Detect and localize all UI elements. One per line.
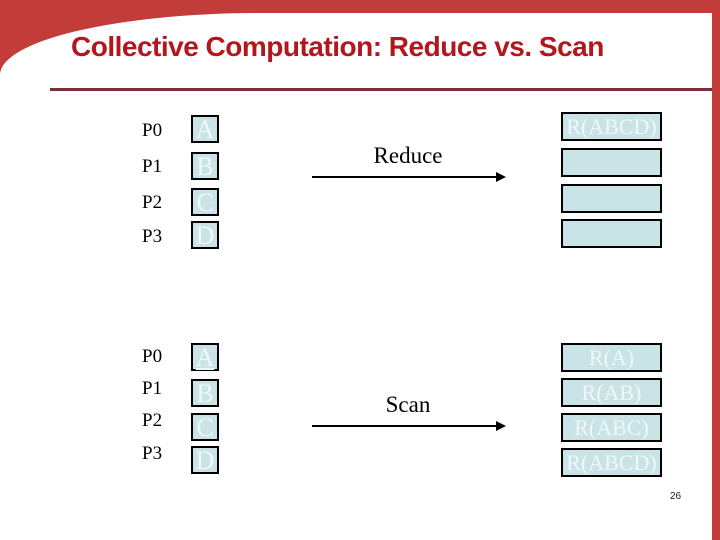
- processor-label: P2: [142, 192, 163, 213]
- output-box: [561, 219, 662, 248]
- output-label: R(AB): [581, 380, 642, 405]
- input-letter: A: [195, 343, 215, 372]
- output-label: R(ABC): [574, 415, 649, 440]
- scan-arrow-head-icon: [496, 421, 506, 431]
- scan-label: Scan: [385, 392, 431, 417]
- processor-label: P2: [142, 410, 163, 431]
- input-box: D: [191, 221, 219, 249]
- input-box: A: [191, 115, 219, 143]
- processor-label: P1: [142, 378, 163, 399]
- reduce-label: Reduce: [373, 143, 443, 168]
- input-box: C: [191, 188, 219, 216]
- output-box: R(ABCD): [561, 448, 662, 477]
- input-letter: A: [195, 115, 215, 144]
- reduce-arrow-head-icon: [496, 172, 506, 182]
- page-number: 26: [670, 491, 682, 502]
- output-box: R(ABCD): [561, 112, 662, 141]
- output-box: [561, 184, 662, 213]
- input-letter: C: [196, 188, 214, 217]
- input-letter: D: [195, 446, 215, 475]
- reduce-arrow-line: [312, 176, 498, 178]
- input-box: D: [191, 446, 219, 474]
- input-box: B: [191, 152, 219, 180]
- output-box: R(ABC): [561, 413, 662, 442]
- processor-label: P0: [142, 346, 163, 367]
- output-label: R(A): [588, 345, 635, 370]
- output-box: R(AB): [561, 378, 662, 407]
- output-label: R(ABCD): [566, 114, 657, 139]
- title-rule: [50, 88, 712, 91]
- input-box: B: [191, 379, 219, 407]
- input-letter: D: [195, 221, 215, 250]
- processor-label: P0: [142, 120, 163, 141]
- processor-label: P1: [142, 156, 163, 177]
- input-box: A: [191, 343, 219, 371]
- processor-label: P3: [142, 443, 163, 464]
- input-letter: B: [196, 152, 214, 181]
- processor-label: P3: [142, 226, 163, 247]
- scan-arrow-line: [312, 425, 498, 427]
- input-letter: C: [196, 413, 214, 442]
- input-letter: B: [196, 379, 214, 408]
- slide-title: Collective Computation: Reduce vs. Scan: [71, 31, 604, 62]
- input-box: C: [191, 413, 219, 441]
- output-label: R(ABCD): [566, 450, 657, 475]
- output-box: R(A): [561, 343, 662, 372]
- output-box: [561, 148, 662, 177]
